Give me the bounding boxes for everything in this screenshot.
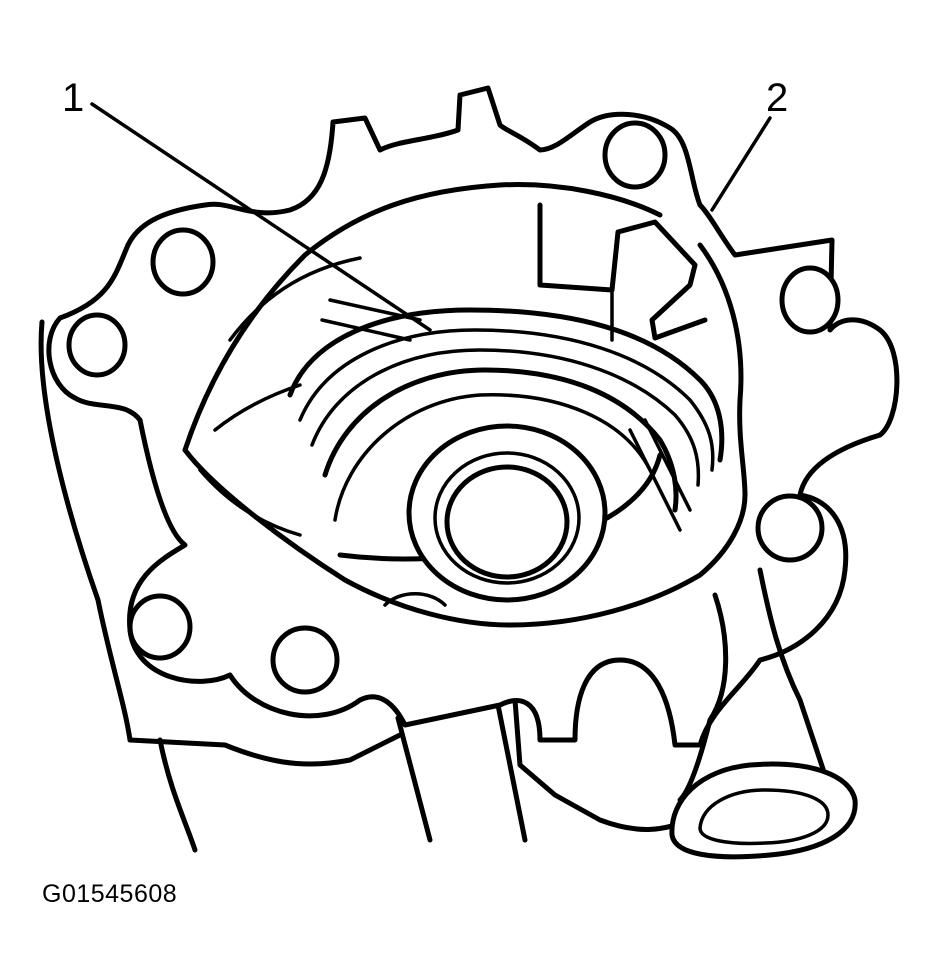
lower-tube <box>395 702 528 843</box>
callout-2-leader <box>710 116 772 212</box>
locating-tab <box>537 202 708 342</box>
bolt-hole-top-right <box>602 120 668 190</box>
cavity-outline <box>182 182 748 628</box>
center-bore <box>406 423 608 603</box>
bolt-hole-right <box>779 265 841 335</box>
callout-1-leader <box>90 102 432 332</box>
callout-label-1: 1 <box>62 76 85 120</box>
bolt-holes <box>66 120 841 695</box>
outlet-tube <box>669 567 858 860</box>
figure-id-caption: G01545608 <box>42 880 178 908</box>
bolt-hole-bottom <box>270 625 340 695</box>
bolt-hole-top-left <box>150 227 216 297</box>
bolt-hole-lower-right <box>755 493 825 563</box>
wall-details <box>320 298 692 607</box>
callout-label-2: 2 <box>766 76 789 120</box>
bolt-hole-lower-left <box>127 593 193 661</box>
bolt-hole-left <box>66 312 128 378</box>
